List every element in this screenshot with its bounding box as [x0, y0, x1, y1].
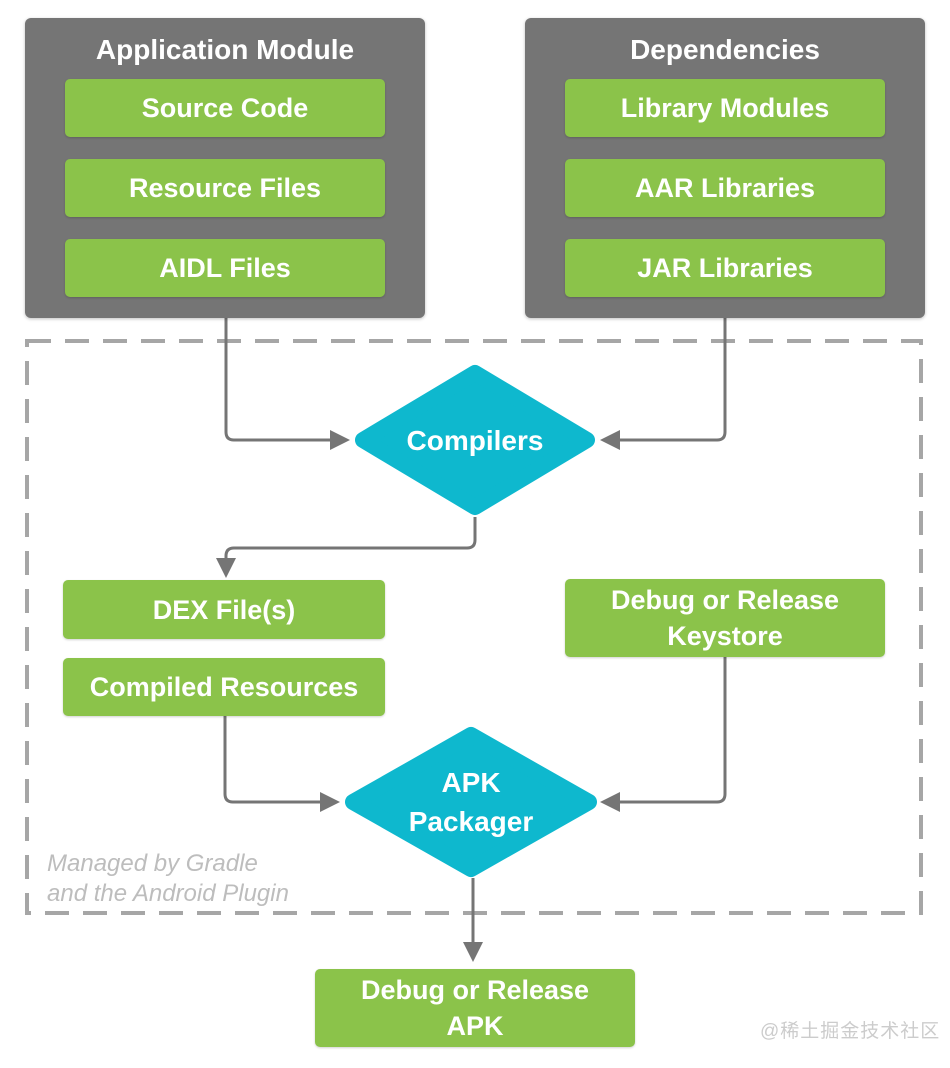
arrowhead-left-compilers-right — [600, 430, 620, 450]
diamond-shape — [345, 727, 597, 877]
arrowhead-right-compilers-left — [330, 430, 350, 450]
keystore-label-line1: Debug or Release — [610, 585, 840, 615]
arrowhead-left-packager-right — [600, 792, 620, 812]
output-apk-label-line2: APK — [446, 1011, 504, 1041]
node-output-apk: Debug or Release APK — [315, 969, 635, 1047]
node-aar-libraries: AAR Libraries — [565, 159, 885, 217]
compiled-resources-label: Compiled Resources — [89, 672, 359, 702]
application-module-title: Application Module — [95, 34, 355, 65]
apk-packager-label: APK Packager — [343, 725, 599, 879]
arrowhead-down-dex — [216, 558, 236, 578]
node-aidl-files: AIDL Files — [65, 239, 385, 297]
node-dex-files: DEX File(s) — [63, 580, 385, 639]
gradle-note-line2: and the Android Plugin — [47, 880, 289, 907]
arrow-dependencies-to-compilers — [619, 318, 727, 442]
arrow-resources-to-packager — [223, 716, 321, 804]
dex-files-label: DEX File(s) — [152, 594, 296, 625]
apk-packager-diamond: APK Packager — [343, 725, 599, 879]
keystore-label-line2: Keystore — [667, 621, 783, 651]
watermark: @稀土掘金技术社区 — [760, 1021, 941, 1042]
apk-packager-label-line2: Packager — [408, 806, 534, 837]
node-keystore: Debug or Release Keystore — [565, 579, 885, 657]
arrowhead-down-apk — [463, 942, 483, 962]
arrowhead-right-packager-left — [320, 792, 340, 812]
node-library-modules: Library Modules — [565, 79, 885, 137]
output-apk-label-line1: Debug or Release — [360, 975, 590, 1005]
dependencies-title: Dependencies — [630, 34, 820, 65]
gradle-note: Managed by Gradle and the Android Plugin — [47, 849, 289, 909]
diamond-shape — [355, 365, 595, 515]
node-jar-libraries: JAR Libraries — [565, 239, 885, 297]
arrow-appmodule-to-compilers — [224, 318, 331, 442]
node-resource-files: Resource Files — [65, 159, 385, 217]
apk-packager-label-line1: APK — [441, 767, 501, 798]
dependencies-panel: Dependencies Library Modules AAR Librari… — [525, 18, 925, 318]
arrow-compilers-to-dex — [224, 517, 477, 559]
compilers-label: Compilers — [406, 424, 544, 456]
gradle-note-line1: Managed by Gradle — [47, 850, 258, 877]
arrow-keystore-to-packager — [619, 657, 727, 804]
application-module-panel: Application Module Source Code Resource … — [25, 18, 425, 318]
node-compiled-resources: Compiled Resources — [63, 658, 385, 716]
compilers-diamond: Compilers — [353, 363, 597, 517]
node-source-code: Source Code — [65, 79, 385, 137]
